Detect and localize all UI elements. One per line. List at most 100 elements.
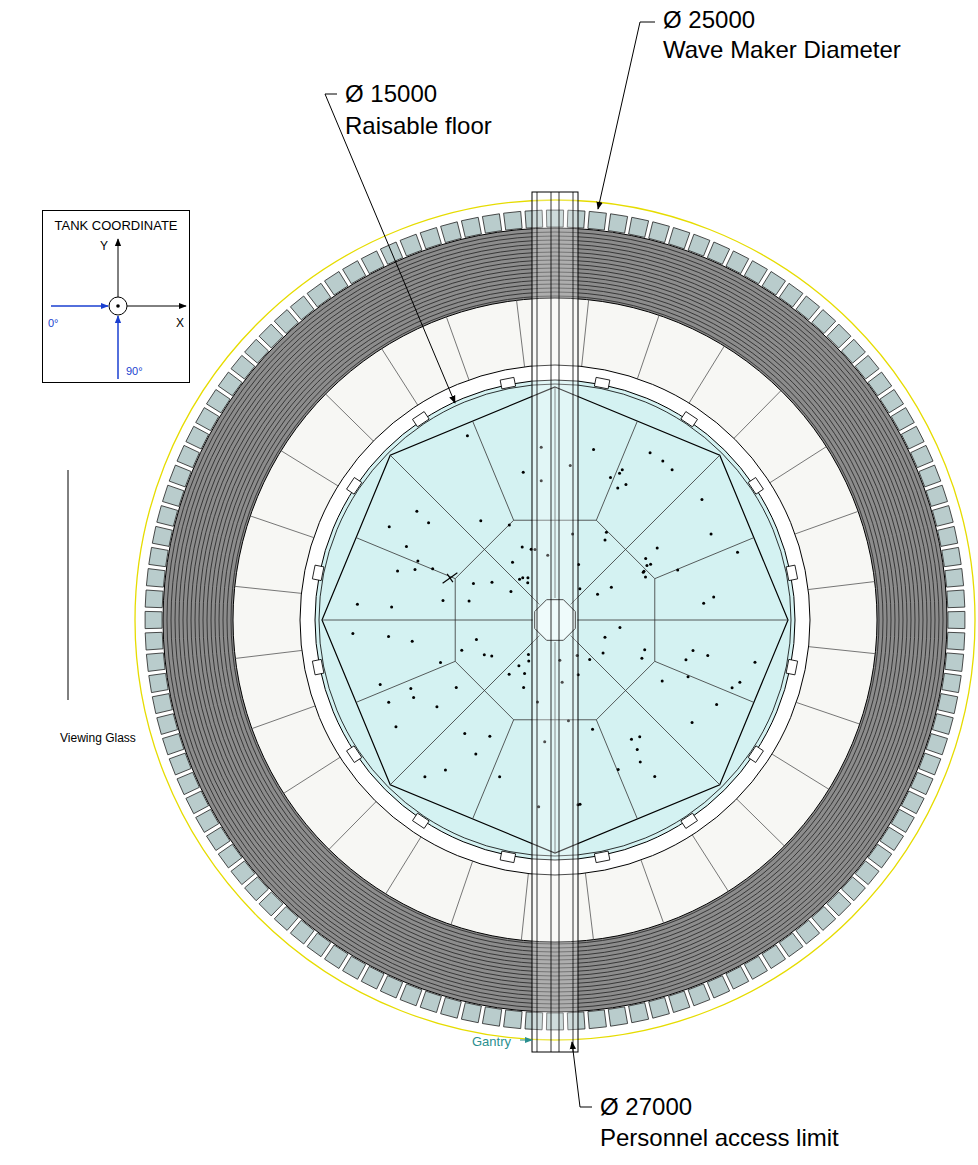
wave-paddle (812, 907, 836, 931)
floor-hole (645, 564, 648, 567)
floor-hole (618, 626, 621, 629)
text-holder: Y (100, 236, 108, 254)
label-holder: Wave Maker Diameter (663, 36, 901, 64)
wave-paddle (163, 734, 184, 755)
floor-hole (702, 602, 705, 605)
floor-hole (661, 679, 664, 682)
floor-hole (405, 545, 408, 548)
wave-paddle (461, 1003, 481, 1023)
floor-hole (508, 673, 511, 676)
wave-paddle (420, 991, 441, 1012)
text-holder: X (176, 313, 184, 331)
wave-paddle (855, 861, 879, 885)
axis-label: 90° (126, 365, 143, 377)
wave-paddle (169, 465, 191, 487)
floor-hole (602, 652, 605, 655)
wave-paddle (868, 844, 892, 868)
wave-paddle (504, 211, 522, 230)
box-title: TANK COORDINATE (54, 218, 177, 233)
wave-paddle (149, 673, 168, 692)
segment-line (641, 860, 664, 923)
floor-hole (636, 748, 639, 751)
segment-line (284, 757, 340, 793)
floor-hole (653, 775, 656, 778)
floor-hole (588, 658, 591, 661)
wave-paddle (380, 976, 402, 998)
floor-hole (439, 661, 442, 664)
floor-hole (411, 640, 414, 643)
wave-paddle (149, 547, 168, 566)
wave-paddle (945, 569, 964, 588)
wave-paddle (608, 1007, 627, 1026)
floor-hole (527, 653, 530, 656)
wave-paddle (649, 222, 670, 243)
floor-hole (518, 578, 521, 581)
wave-paddle (441, 222, 462, 243)
floor-hole (460, 649, 463, 652)
floor-hole (435, 705, 438, 708)
wave-paddle (842, 339, 866, 363)
wave-paddle (163, 485, 184, 506)
floor-hole (624, 483, 627, 486)
dimension-label: Ø 27000 (600, 1093, 692, 1120)
wave-paddle (207, 827, 231, 850)
segment-line (689, 346, 724, 403)
floor-notch (594, 377, 609, 389)
floor-hole (472, 582, 475, 585)
wave-paddle (343, 261, 366, 284)
floor-hole (617, 768, 620, 771)
floor-hole (387, 635, 390, 638)
wave-paddle (152, 694, 172, 714)
floor-hole (394, 725, 397, 728)
wave-paddle (880, 390, 904, 413)
symbol-line (447, 574, 453, 582)
panel-line (577, 620, 788, 621)
wave-paddle (919, 465, 941, 487)
floor-hole (409, 687, 412, 690)
floor-notch (413, 813, 430, 828)
wave-paddle (948, 611, 965, 628)
z-axis-dot (116, 304, 120, 308)
floor-hole (488, 735, 491, 738)
floor-hole (416, 559, 419, 562)
wave-paddle (827, 892, 851, 916)
model-symbol (440, 569, 460, 588)
floor-hole (444, 768, 447, 771)
segment-line (281, 451, 338, 486)
floor-hole (644, 557, 647, 560)
segment-line (250, 516, 313, 538)
floor-hole (521, 576, 524, 579)
floor-hole (604, 539, 607, 542)
floor-hole (522, 686, 525, 689)
wave-paddle (145, 632, 163, 650)
wave-paddle (146, 569, 165, 588)
wave-paddle (231, 861, 255, 885)
wave-paddle (218, 372, 242, 396)
text-holder: TANK COORDINATE (43, 216, 189, 234)
wave-paddle (932, 714, 953, 735)
z-axis-circle (109, 297, 127, 315)
label-holder: Viewing Glass (60, 728, 136, 746)
floor-notch (748, 746, 763, 763)
floor-hole (396, 569, 399, 572)
segment-line (517, 300, 525, 367)
wave-paddle (259, 324, 283, 348)
gantry-rail (573, 192, 574, 1052)
floor-hole (643, 648, 646, 651)
segment-line (386, 837, 421, 894)
wave-paddle (145, 590, 163, 608)
floor-hole (638, 735, 641, 738)
wave-paddle (669, 228, 690, 249)
axis-label: 0° (48, 317, 59, 329)
wave-paddle (926, 734, 947, 755)
wave-paddle (186, 791, 209, 814)
wave-paddle (245, 877, 269, 901)
gantry (532, 192, 578, 1052)
dimension-label: Wave Maker Diameter (663, 36, 901, 63)
floor-hole (423, 775, 426, 778)
floor-hole (412, 696, 415, 699)
wave-paddle (400, 234, 422, 256)
floor-hole (616, 486, 619, 489)
floor-hole (700, 498, 703, 501)
text-holder: 0° (48, 313, 59, 331)
